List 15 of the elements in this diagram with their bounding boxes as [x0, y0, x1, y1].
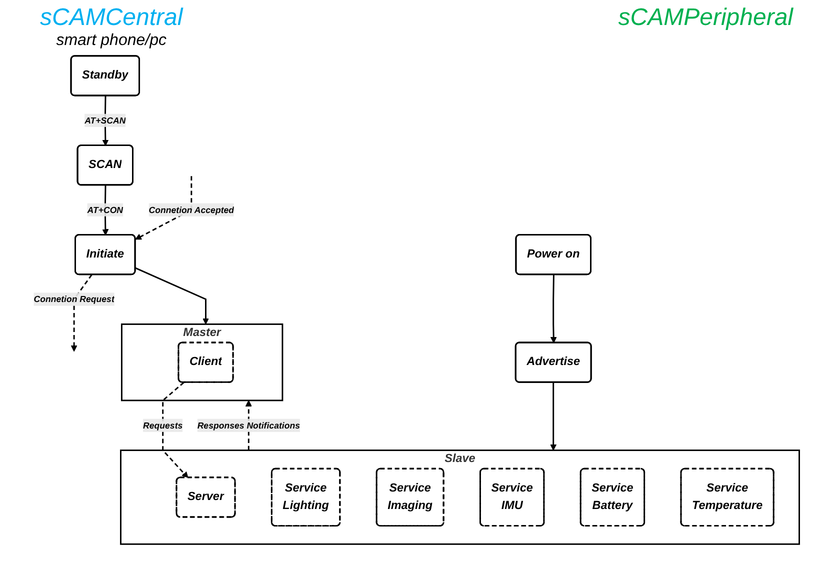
edge-label: AT+CON — [87, 204, 124, 215]
edge-label: Responses Notifications — [197, 420, 300, 430]
edge-label: AT+SCAN — [84, 115, 126, 126]
arrow — [134, 267, 209, 324]
column-heading: sCAMPeripheral — [618, 4, 793, 32]
arrow — [550, 382, 557, 451]
arrow — [245, 400, 252, 450]
arrow — [70, 274, 92, 352]
column-heading: sCAMCentral — [40, 4, 183, 32]
edge-label: Requests — [143, 420, 183, 430]
arrow — [162, 382, 188, 478]
arrow — [550, 274, 557, 344]
edge-label: Connetion Request — [34, 294, 114, 304]
edge-label: Connetion Accepted — [148, 204, 234, 215]
device-caption: smart phone/pc — [56, 32, 166, 50]
